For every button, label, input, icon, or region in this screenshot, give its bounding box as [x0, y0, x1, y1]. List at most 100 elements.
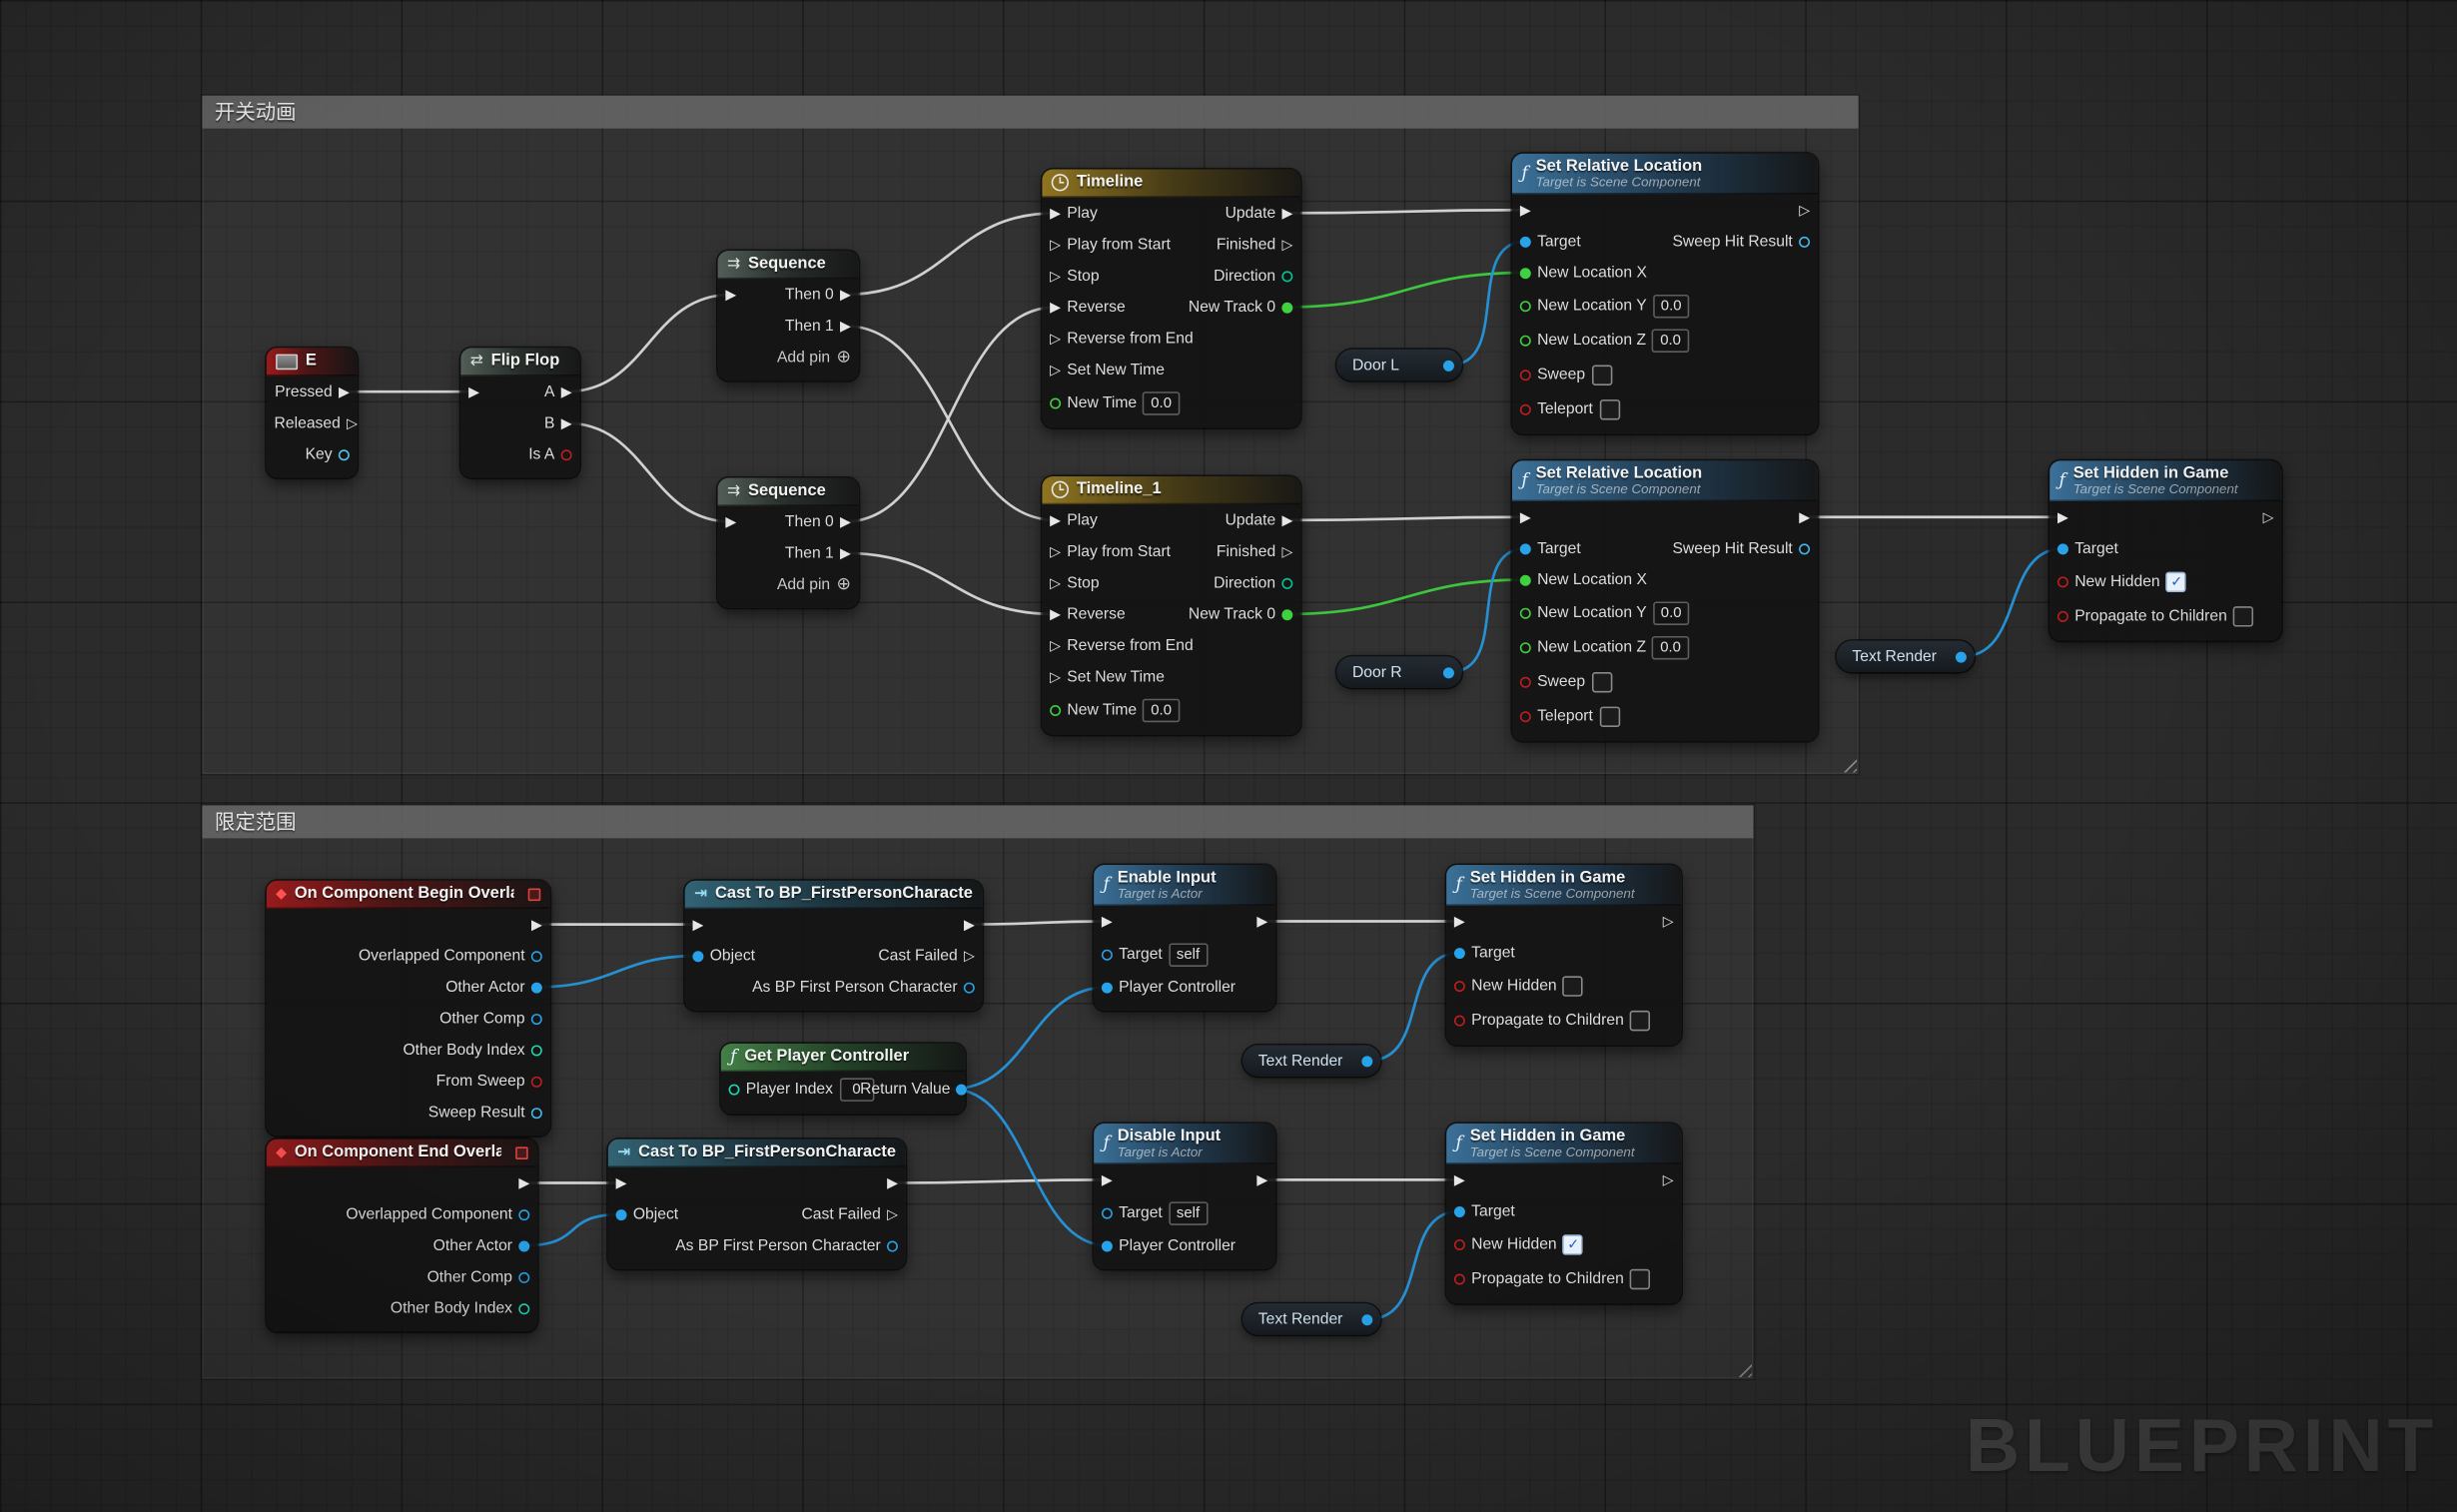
player-controller-pin[interactable] — [1101, 1239, 1113, 1251]
checkbox[interactable] — [1562, 975, 1584, 997]
as-bp-first-person-character-pin[interactable] — [886, 1239, 898, 1251]
target-pin[interactable] — [1101, 948, 1113, 960]
is-a-pin[interactable] — [560, 448, 572, 460]
checkbox[interactable] — [1591, 364, 1612, 385]
value-input[interactable]: 0.0 — [1143, 390, 1180, 414]
new-location-y-pin[interactable] — [1519, 606, 1531, 618]
player-index-pin[interactable] — [728, 1083, 740, 1095]
other-body-index-pin[interactable] — [530, 1044, 542, 1056]
node-header[interactable]: ◆On Component Begin Overlap (Box) — [266, 880, 550, 909]
sweep-result-pin[interactable] — [530, 1107, 542, 1119]
overlapped-component-pin[interactable] — [530, 950, 542, 962]
target-pin[interactable] — [1453, 1205, 1465, 1217]
node-header[interactable]: ⇉Sequence — [717, 251, 859, 280]
exec-out-pin[interactable]: ▶ — [518, 1173, 530, 1190]
wire-timeline-to-set-relative-location-1[interactable] — [1286, 208, 1527, 215]
node-header[interactable]: E — [266, 348, 358, 377]
stop-pin[interactable]: ▷ — [1050, 573, 1062, 590]
sequence-2[interactable]: ⇉Sequence▶Then 0▶Then 1▶Add pin⊕ — [717, 477, 859, 608]
new-track-0-pin[interactable] — [1281, 302, 1293, 313]
wire-cast-to-bp-firstpersoncharacter-2-to-disable-input[interactable] — [891, 1178, 1109, 1184]
set-new-time-pin[interactable]: ▷ — [1050, 361, 1062, 378]
checkbox[interactable] — [2233, 605, 2254, 626]
exec-out-pin[interactable]: ▶ — [530, 916, 542, 932]
from-sweep-pin[interactable] — [530, 1076, 542, 1088]
node-header[interactable]: ⇥Cast To BP_FirstPersonCharacter — [684, 880, 983, 909]
add-pin-icon[interactable]: ⊕ — [836, 573, 851, 593]
new-time-pin[interactable] — [1050, 704, 1062, 716]
exec-out-pin[interactable]: ▷ — [1799, 201, 1811, 218]
node-header[interactable]: ◆On Component End Overlap (Box) — [266, 1138, 538, 1167]
wire-event-end-overlap-to-cast-to-bp-firstpersoncharacter-2[interactable] — [523, 1212, 622, 1247]
new-location-x-pin[interactable] — [1519, 267, 1531, 279]
exec-out-pin[interactable]: ▷ — [1662, 912, 1674, 929]
output-pin[interactable] — [1442, 666, 1454, 678]
new-hidden-pin[interactable] — [1453, 1238, 1465, 1250]
wire-sequence-2-to-timeline-1[interactable] — [844, 551, 1057, 616]
exec-out-pin[interactable]: ▷ — [1662, 1170, 1674, 1187]
key-pin[interactable] — [338, 448, 350, 460]
wire-sequence-2-to-timeline[interactable] — [844, 306, 1057, 523]
var-text-render-3[interactable]: Text Render — [1242, 1303, 1381, 1335]
wire-event-begin-overlap-to-cast-to-bp-firstpersoncharacter-1[interactable] — [535, 954, 699, 989]
teleport-pin[interactable] — [1519, 402, 1531, 414]
exec-in-pin[interactable]: ▶ — [1519, 508, 1531, 524]
target-pin[interactable] — [1519, 236, 1531, 248]
wire-flip-flop-to-sequence-1[interactable] — [565, 293, 732, 393]
target-pin[interactable] — [1101, 1206, 1113, 1218]
checkbox[interactable] — [1599, 705, 1620, 727]
value-input[interactable]: 0.0 — [1652, 328, 1689, 353]
other-comp-pin[interactable] — [518, 1271, 530, 1283]
value-input[interactable]: 0.0 — [1652, 635, 1689, 659]
target-pin[interactable] — [2056, 542, 2068, 554]
comment-title[interactable]: 限定范围 — [202, 805, 1754, 839]
node-header[interactable]: Timeline_1 — [1042, 475, 1301, 505]
exec-in-pin[interactable]: ▶ — [1101, 1170, 1113, 1187]
exec-out-pin[interactable]: ▶ — [963, 916, 975, 932]
wire-sequence-1-to-timeline[interactable] — [844, 212, 1057, 297]
reverse-from-end-pin[interactable]: ▷ — [1050, 330, 1062, 346]
sweep-pin[interactable] — [1519, 369, 1531, 380]
exec-in-pin[interactable]: ▶ — [615, 1173, 627, 1190]
reverse-pin[interactable]: ▶ — [1050, 298, 1062, 315]
player-controller-pin[interactable] — [1101, 981, 1113, 993]
play-from-start-pin[interactable]: ▷ — [1050, 542, 1062, 559]
cast-to-bp-firstpersoncharacter-2[interactable]: ⇥Cast To BP_FirstPersonCharacter▶▶Object… — [607, 1138, 906, 1269]
wire-var-text-render-2-to-set-hidden-in-game-2[interactable] — [1367, 951, 1461, 1063]
checkbox[interactable] — [1591, 671, 1612, 692]
value-input[interactable]: self — [1169, 942, 1208, 967]
then-1-pin[interactable]: ▶ — [840, 544, 851, 560]
var-text-render-2[interactable]: Text Render — [1242, 1045, 1381, 1077]
event-end-overlap[interactable]: ◆On Component End Overlap (Box)▶Overlapp… — [266, 1138, 538, 1332]
wire-timeline-to-set-relative-location-1[interactable] — [1286, 271, 1527, 309]
propagate-to-children-pin[interactable] — [1453, 1272, 1465, 1284]
checkbox[interactable] — [1599, 398, 1620, 419]
value-input[interactable]: 0.0 — [1652, 600, 1690, 625]
new-track-0-pin[interactable] — [1281, 608, 1293, 620]
pressed-pin[interactable]: ▶ — [339, 382, 350, 399]
play-pin[interactable]: ▶ — [1050, 204, 1062, 221]
sweep-hit-result-pin[interactable] — [1799, 236, 1811, 248]
target-pin[interactable] — [1453, 947, 1465, 959]
exec-in-pin[interactable]: ▶ — [1101, 912, 1113, 929]
reverse-from-end-pin[interactable]: ▷ — [1050, 636, 1062, 653]
value-input[interactable]: self — [1169, 1200, 1208, 1225]
wire-var-text-render-1-to-set-hidden-in-game-1[interactable] — [1962, 546, 2064, 658]
new-location-y-pin[interactable] — [1519, 300, 1531, 312]
then-0-pin[interactable]: ▶ — [840, 512, 851, 529]
wire-get-player-controller-to-disable-input[interactable] — [951, 1088, 1109, 1247]
